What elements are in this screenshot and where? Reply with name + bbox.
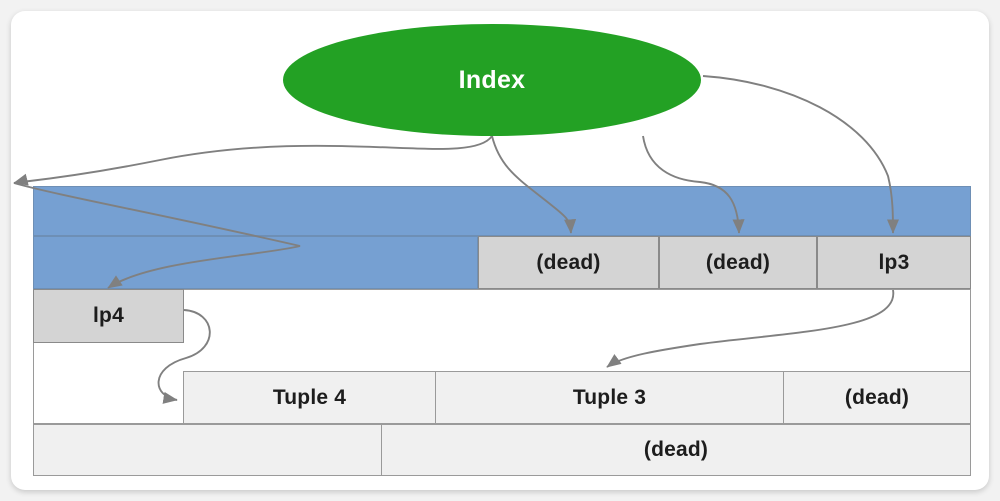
line-pointer-cell-dead-2: (dead) (659, 236, 817, 289)
bottom-cell-empty (33, 424, 382, 476)
index-node[interactable]: Index (283, 24, 701, 136)
arrow-index-to-lp4 (13, 135, 493, 186)
line-pointer-cell-lp3: lp3 (817, 236, 971, 289)
tuple-cell-tuple-4: Tuple 4 (183, 371, 436, 424)
arrow-index-to-lp3 (702, 75, 900, 234)
arrow-index-to-dead-1 (491, 135, 577, 234)
heap-page-header-band (33, 186, 971, 236)
line-pointer-cell-dead-1: (dead) (478, 236, 659, 289)
arrow-lp4-to-tuple-4 (157, 309, 211, 404)
arrow-leftsweep-to-lp4 (13, 182, 301, 289)
bottom-cell-dead: (dead) (381, 424, 971, 476)
arrow-index-to-dead-2 (642, 135, 745, 234)
index-node-label: Index (458, 65, 526, 94)
arrow-lp3-to-tuple-3 (606, 289, 894, 368)
line-pointer-cell-lp4: lp4 (33, 289, 184, 343)
line-pointer-cell-0 (33, 236, 478, 289)
tuple-cell-tuple-3: Tuple 3 (435, 371, 784, 424)
tuple-cell-dead: (dead) (783, 371, 971, 424)
